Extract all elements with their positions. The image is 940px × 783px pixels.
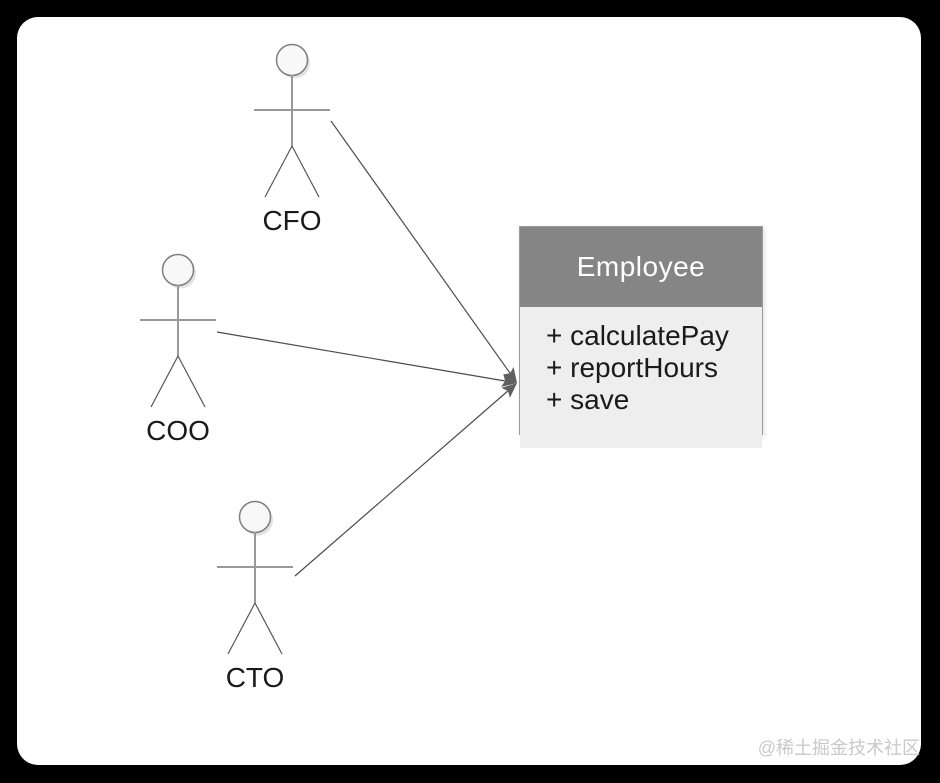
actor-left-leg (264, 145, 293, 198)
uml-class-box-employee: Employee + calculatePay + reportHours + … (519, 226, 763, 448)
actor-head (161, 253, 195, 287)
actor-figure-cto (217, 500, 293, 655)
actor-head (238, 500, 272, 534)
actor-right-leg (177, 355, 206, 408)
actor-head (275, 43, 309, 77)
connector-cfo-to-employee (330, 120, 511, 374)
connector-cto-to-employee (294, 390, 509, 577)
watermark: @稀土掘金技术社区 (757, 738, 920, 758)
actor-label-cto: CTO (225, 662, 285, 693)
arrowhead-icon (501, 383, 517, 398)
class-method-save: + save (546, 384, 630, 415)
actor-left-leg (150, 355, 179, 408)
actor-right-leg (291, 145, 320, 198)
class-title: Employee (520, 227, 762, 307)
class-methods-list: + calculatePay + reportHours + save (520, 307, 762, 448)
connector-coo-to-employee (216, 331, 506, 382)
actor-label-cfo: CFO (262, 205, 322, 236)
actor-right-leg (254, 602, 283, 655)
actor-figure-cfo (254, 43, 330, 198)
class-method-calculatepay: + calculatePay (546, 320, 729, 351)
arrowhead-icon (503, 367, 517, 383)
actor-left-leg (227, 602, 256, 655)
actor-figure-coo (140, 253, 216, 408)
class-method-reporthours: + reportHours (546, 352, 718, 383)
actor-label-coo: COO (146, 415, 210, 446)
arrowhead-icon (501, 374, 517, 387)
diagram-canvas (17, 17, 921, 765)
